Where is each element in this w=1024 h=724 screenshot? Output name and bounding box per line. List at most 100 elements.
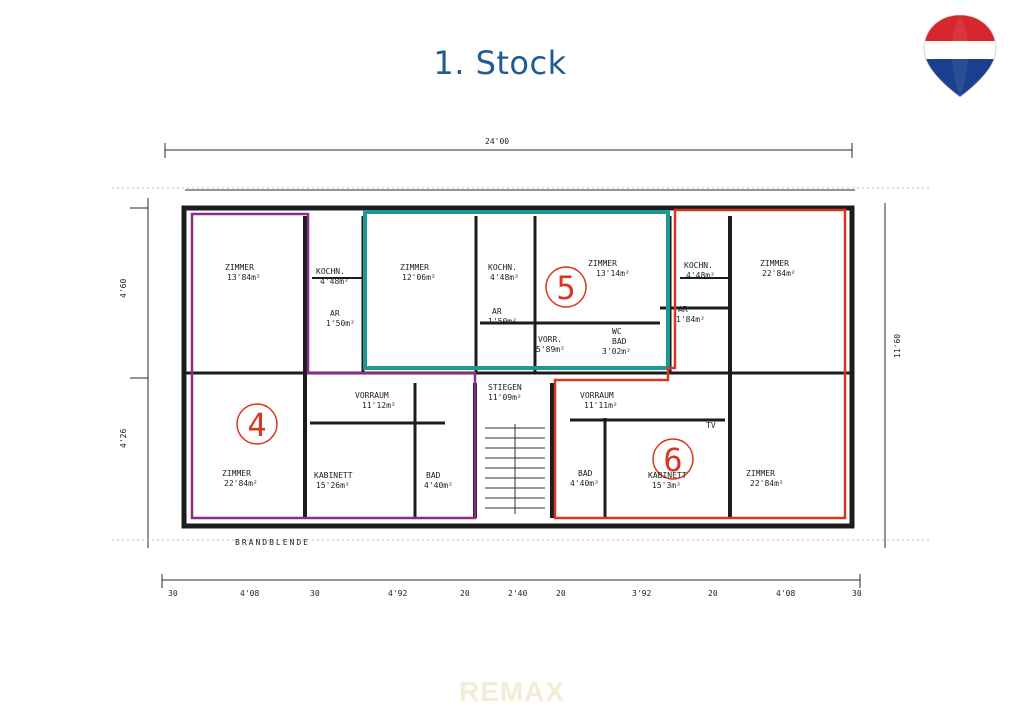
svg-text:4'40m²: 4'40m² (570, 479, 599, 488)
svg-text:KABINETT: KABINETT (648, 471, 687, 480)
svg-text:13'84m²: 13'84m² (227, 273, 261, 282)
svg-text:KOCHN.: KOCHN. (684, 261, 713, 270)
svg-text:20: 20 (556, 589, 566, 598)
svg-text:30: 30 (852, 589, 862, 598)
svg-text:13'14m²: 13'14m² (596, 269, 630, 278)
svg-text:VORRAUM: VORRAUM (580, 391, 614, 400)
svg-text:4: 4 (247, 406, 266, 444)
svg-text:1'50m²: 1'50m² (326, 319, 355, 328)
svg-text:4'60: 4'60 (119, 279, 128, 298)
svg-text:KOCHN.: KOCHN. (316, 267, 345, 276)
svg-text:5: 5 (556, 269, 575, 307)
staircase (485, 424, 545, 514)
svg-text:BAD: BAD (578, 469, 593, 478)
svg-text:6: 6 (663, 441, 682, 479)
svg-text:ZIMMER: ZIMMER (222, 469, 251, 478)
remax-balloon-icon (923, 14, 997, 98)
room-label: AR1'84m² (676, 305, 705, 324)
logo-white-band (924, 41, 996, 59)
unit-4-marker: 4 (236, 403, 278, 445)
unit-outlines (190, 208, 847, 520)
svg-text:15'26m²: 15'26m² (316, 481, 350, 490)
room-label: VORR.5'89m² (536, 335, 565, 354)
tv-label: TV (706, 421, 716, 430)
svg-text:20: 20 (460, 589, 470, 598)
svg-text:AR: AR (678, 305, 688, 314)
unit-5-marker: 5 (545, 266, 587, 308)
unit-6-outline (553, 208, 847, 520)
svg-text:22'84m²: 22'84m² (224, 479, 258, 488)
svg-text:ZIMMER: ZIMMER (746, 469, 775, 478)
room-label: WC (612, 327, 622, 336)
svg-text:11'09m²: 11'09m² (488, 393, 522, 402)
svg-text:1'84m²: 1'84m² (676, 315, 705, 324)
svg-text:VORR.: VORR. (538, 335, 562, 344)
svg-text:1'50m²: 1'50m² (488, 317, 517, 326)
svg-text:4'48m²: 4'48m² (686, 271, 715, 280)
svg-text:4'92: 4'92 (388, 589, 407, 598)
unit-6-marker: 6 (652, 438, 694, 480)
room-label: KOCHN.4'48m² (488, 263, 519, 282)
svg-text:2'40: 2'40 (508, 589, 527, 598)
svg-text:ZIMMER: ZIMMER (588, 259, 617, 268)
svg-text:4'26: 4'26 (119, 429, 128, 448)
svg-text:4'40m²: 4'40m² (424, 481, 453, 490)
dimension-labels: 24'00 30 4'08 30 4'92 20 2'40 20 3'92 20… (119, 137, 902, 598)
svg-text:4'08: 4'08 (240, 589, 259, 598)
svg-text:11'12m²: 11'12m² (362, 401, 396, 410)
svg-text:12'06m²: 12'06m² (402, 273, 436, 282)
svg-text:KABINETT: KABINETT (314, 471, 353, 480)
svg-text:5'89m²: 5'89m² (536, 345, 565, 354)
room-label: AR1'50m² (488, 307, 517, 326)
room-label: KOCHN.4'48m² (684, 261, 715, 280)
svg-text:STIEGEN: STIEGEN (488, 383, 522, 392)
svg-text:4'48m²: 4'48m² (320, 277, 349, 286)
svg-text:15'3m²: 15'3m² (652, 481, 681, 490)
svg-text:WC: WC (612, 327, 622, 336)
svg-text:11'11m²: 11'11m² (584, 401, 618, 410)
svg-text:3'92: 3'92 (632, 589, 651, 598)
dimension-lines (112, 143, 930, 588)
brandblende-label: BRANDBLENDE (235, 538, 310, 547)
svg-text:3'02m²: 3'02m² (602, 347, 631, 356)
svg-text:22'84m²: 22'84m² (750, 479, 784, 488)
svg-text:4'08: 4'08 (776, 589, 795, 598)
svg-text:20: 20 (708, 589, 718, 598)
svg-text:AR: AR (492, 307, 502, 316)
svg-text:ZIMMER: ZIMMER (400, 263, 429, 272)
svg-text:ZIMMER: ZIMMER (760, 259, 789, 268)
svg-text:BAD: BAD (612, 337, 627, 346)
svg-text:KOCHN.: KOCHN. (488, 263, 517, 272)
svg-text:24'00: 24'00 (485, 137, 509, 146)
svg-text:11'60: 11'60 (893, 334, 902, 358)
unit-4-outline (190, 212, 477, 520)
svg-text:ZIMMER: ZIMMER (225, 263, 254, 272)
svg-text:AR: AR (330, 309, 340, 318)
svg-text:30: 30 (310, 589, 320, 598)
svg-text:VORRAUM: VORRAUM (355, 391, 389, 400)
svg-text:30: 30 (168, 589, 178, 598)
svg-text:22'84m²: 22'84m² (762, 269, 796, 278)
room-label: KOCHN.4'48m² (316, 267, 349, 286)
svg-text:4'48m²: 4'48m² (490, 273, 519, 282)
page-title: 1. Stock (433, 44, 567, 82)
remax-watermark: REMAX (458, 676, 566, 707)
room-label: AR1'50m² (326, 309, 355, 328)
svg-text:BAD: BAD (426, 471, 441, 480)
floor-plan: 4 5 6 24'00 30 4'08 30 4'92 20 2'40 20 3… (112, 137, 930, 598)
